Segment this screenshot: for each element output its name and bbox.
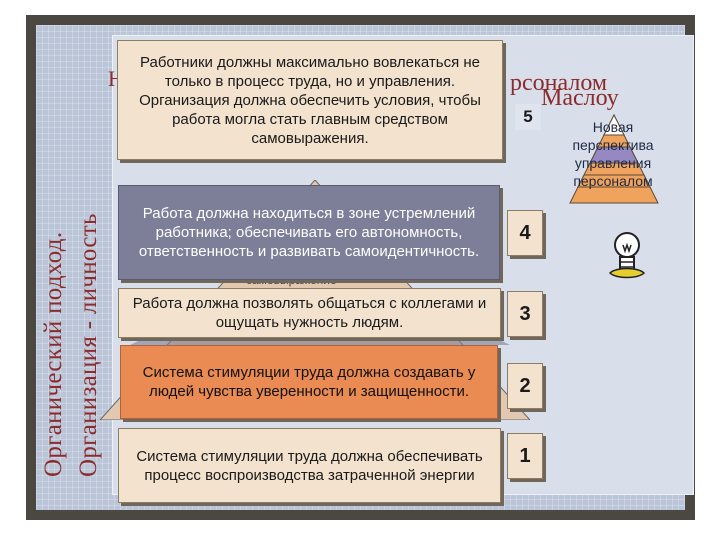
level-4-box: Работа должна находиться в зоне устремле…	[118, 185, 500, 280]
vertical-title-organization-personality: Организация - личность	[75, 213, 102, 477]
lightbulb-icon	[608, 232, 646, 279]
level-3-number: 3	[507, 291, 543, 337]
level-1-number: 1	[507, 433, 543, 479]
level-5-text: Работники должны максимально вовлекаться…	[139, 53, 481, 147]
level-2-box: Система стимуляции труда должна создават…	[120, 345, 498, 419]
heading-fragment-maslow: Маслоу	[541, 85, 619, 111]
heading-fragment-personnel: рсоналом	[510, 70, 608, 96]
level-5-box: Работники должны максимально вовлекаться…	[117, 40, 503, 160]
level-1-box: Система стимуляции труда должна обеспечи…	[118, 428, 501, 503]
level-2-number: 2	[507, 363, 543, 409]
side-note-new-perspective: Новая перспектива управления персоналом	[572, 119, 654, 189]
level-4-text: Работа должна находиться в зоне устремле…	[138, 205, 480, 260]
pyramid-icon	[569, 113, 659, 204]
level-4-number: 4	[507, 210, 543, 256]
level-2-text: Система стимуляции труда должна создават…	[142, 364, 476, 400]
vertical-title-organic-approach: Органический подход.	[40, 231, 67, 477]
level-5-number: 5	[515, 104, 541, 130]
level-1-text: Система стимуляции труда должна обеспечи…	[136, 447, 483, 484]
level-3-box: Работа должна позволять общаться с колле…	[118, 288, 501, 338]
level-3-text: Работа должна позволять общаться с колле…	[132, 295, 487, 331]
